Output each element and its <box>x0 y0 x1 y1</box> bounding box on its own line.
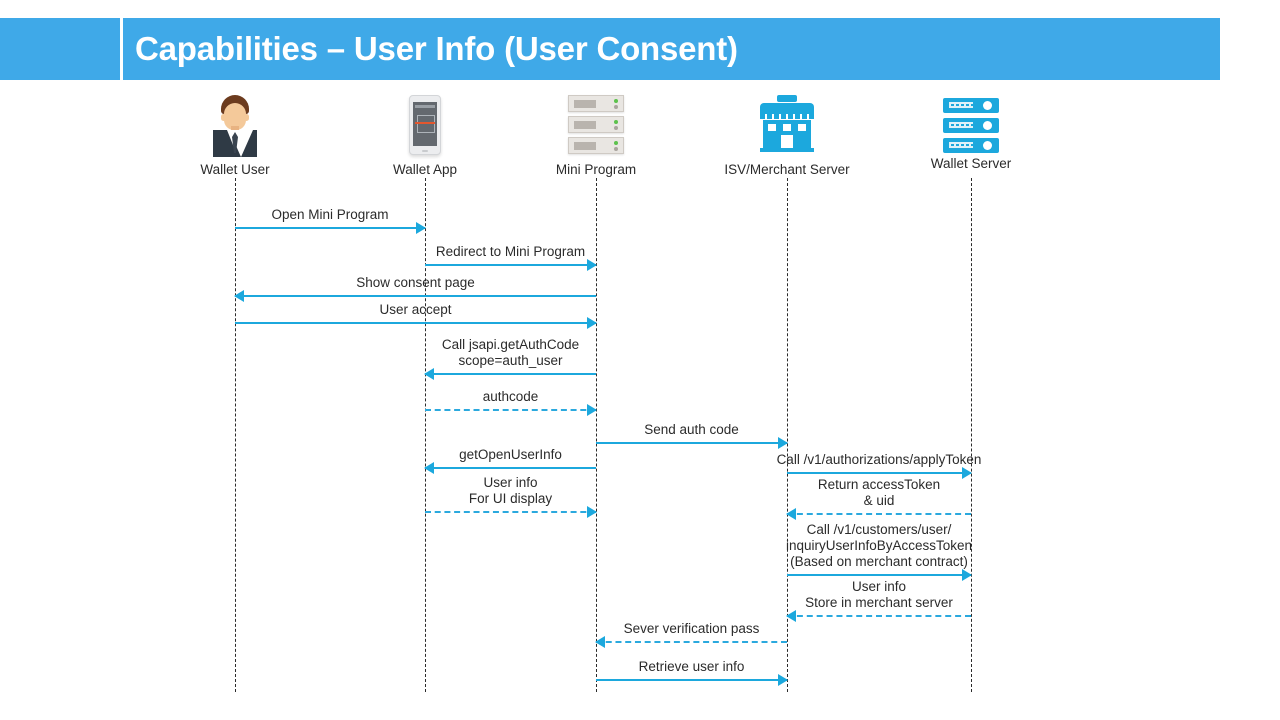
arrow-line <box>787 472 971 474</box>
storefront-icon <box>760 95 814 153</box>
arrow-line <box>235 322 596 324</box>
server-rack-blue-icon <box>943 98 999 154</box>
participant-label-isv-merchant: ISV/Merchant Server <box>724 162 850 177</box>
arrow-line <box>425 511 596 513</box>
arrow-head-icon <box>234 289 244 302</box>
participant-label-wallet-server: Wallet Server <box>930 156 1012 171</box>
arrow-line <box>787 574 971 576</box>
arrow-head-icon <box>778 436 788 449</box>
message-label-m7: Send auth code <box>644 422 739 437</box>
lifeline-wallet-app <box>425 178 426 692</box>
header-accent-block <box>0 18 120 80</box>
message-label-m8: getOpenUserInfo <box>459 447 562 462</box>
arrow-head-icon <box>587 505 597 518</box>
arrow-line <box>787 615 971 617</box>
message-label-m9: Call /v1/authorizations/applyToken <box>776 452 982 467</box>
lifeline-isv-merchant <box>787 178 788 692</box>
message-label-m14: Sever verification pass <box>623 621 760 636</box>
arrow-head-icon <box>424 461 434 474</box>
message-label-m1: Open Mini Program <box>271 207 389 222</box>
arrow-line <box>425 264 596 266</box>
message-label-m15: Retrieve user info <box>638 659 745 674</box>
message-label-m2: Redirect to Mini Program <box>435 244 586 259</box>
arrow-head-icon <box>962 568 972 581</box>
lifeline-mini-program <box>596 178 597 692</box>
arrow-line <box>425 373 596 375</box>
arrow-head-icon <box>416 221 426 234</box>
arrow-line <box>235 227 425 229</box>
message-label-m13: User info Store in merchant server <box>805 579 953 610</box>
arrow-line <box>596 679 787 681</box>
arrow-head-icon <box>424 367 434 380</box>
arrow-line <box>425 467 596 469</box>
lifeline-wallet-server <box>971 178 972 692</box>
lifeline-wallet-user <box>235 178 236 692</box>
smartphone-icon <box>409 95 441 155</box>
message-label-m6: authcode <box>482 389 539 404</box>
arrow-head-icon <box>587 316 597 329</box>
arrow-head-icon <box>595 635 605 648</box>
message-label-m12: Call /v1/customers/user/ inquiryUserInfo… <box>785 522 973 569</box>
arrow-head-icon <box>778 673 788 686</box>
message-label-m10: User info For UI display <box>468 475 553 506</box>
arrow-line <box>596 641 787 643</box>
arrow-head-icon <box>587 258 597 271</box>
arrow-head-icon <box>962 466 972 479</box>
arrow-line <box>235 295 596 297</box>
participant-label-mini-program: Mini Program <box>555 162 637 177</box>
arrow-line <box>425 409 596 411</box>
server-rack-gray-icon <box>568 95 624 157</box>
person-avatar-icon <box>207 95 263 157</box>
message-label-m3: Show consent page <box>356 275 475 290</box>
page-title: Capabilities – User Info (User Consent) <box>135 30 738 67</box>
participant-label-wallet-user: Wallet User <box>200 162 270 177</box>
arrow-line <box>787 513 971 515</box>
message-label-m11: Return accessToken & uid <box>817 477 941 508</box>
header-bar <box>123 18 1220 80</box>
participant-label-wallet-app: Wallet App <box>392 162 458 177</box>
arrow-head-icon <box>786 609 796 622</box>
message-label-m4: User accept <box>379 302 452 317</box>
arrow-head-icon <box>786 507 796 520</box>
message-label-m5: Call jsapi.getAuthCode scope=auth_user <box>441 337 580 368</box>
arrow-line <box>596 442 787 444</box>
arrow-head-icon <box>587 403 597 416</box>
